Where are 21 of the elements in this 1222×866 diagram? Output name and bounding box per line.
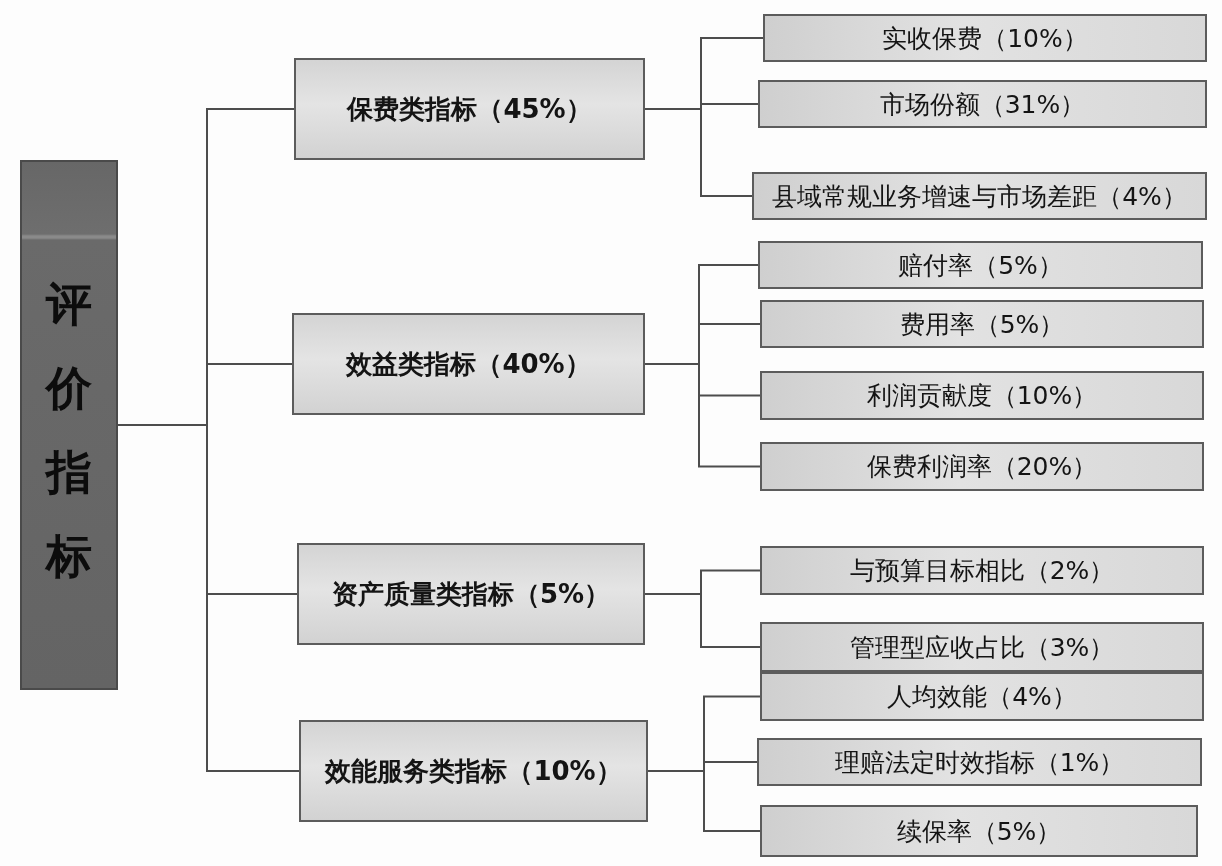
- indicator-box: 管理型应收占比（3%）: [760, 622, 1204, 672]
- category-box: 效益类指标（40%）: [292, 313, 645, 415]
- indicator-box: 理赔法定时效指标（1%）: [757, 738, 1202, 786]
- category-box: 资产质量类指标（5%）: [297, 543, 645, 645]
- category-box: 保费类指标（45%）: [294, 58, 645, 160]
- indicator-box: 保费利润率（20%）: [760, 442, 1204, 491]
- indicator-box: 市场份额（31%）: [758, 80, 1207, 128]
- category-box: 效能服务类指标（10%）: [299, 720, 648, 822]
- indicator-box: 赔付率（5%）: [758, 241, 1203, 289]
- indicator-box: 利润贡献度（10%）: [760, 371, 1204, 420]
- indicator-box: 人均效能（4%）: [760, 672, 1204, 721]
- connector-line: [647, 770, 761, 832]
- indicator-box: 费用率（5%）: [760, 300, 1204, 348]
- indicator-box: 实收保费（10%）: [763, 14, 1207, 62]
- indicator-box: 县域常规业务增速与市场差距（4%）: [752, 172, 1207, 220]
- connector-line: [644, 363, 761, 468]
- connector-line: [644, 593, 761, 648]
- indicator-box: 与预算目标相比（2%）: [760, 546, 1204, 595]
- indicator-box: 续保率（5%）: [760, 805, 1198, 857]
- root-box: 评价指标: [20, 160, 118, 690]
- connector-line: [644, 108, 753, 197]
